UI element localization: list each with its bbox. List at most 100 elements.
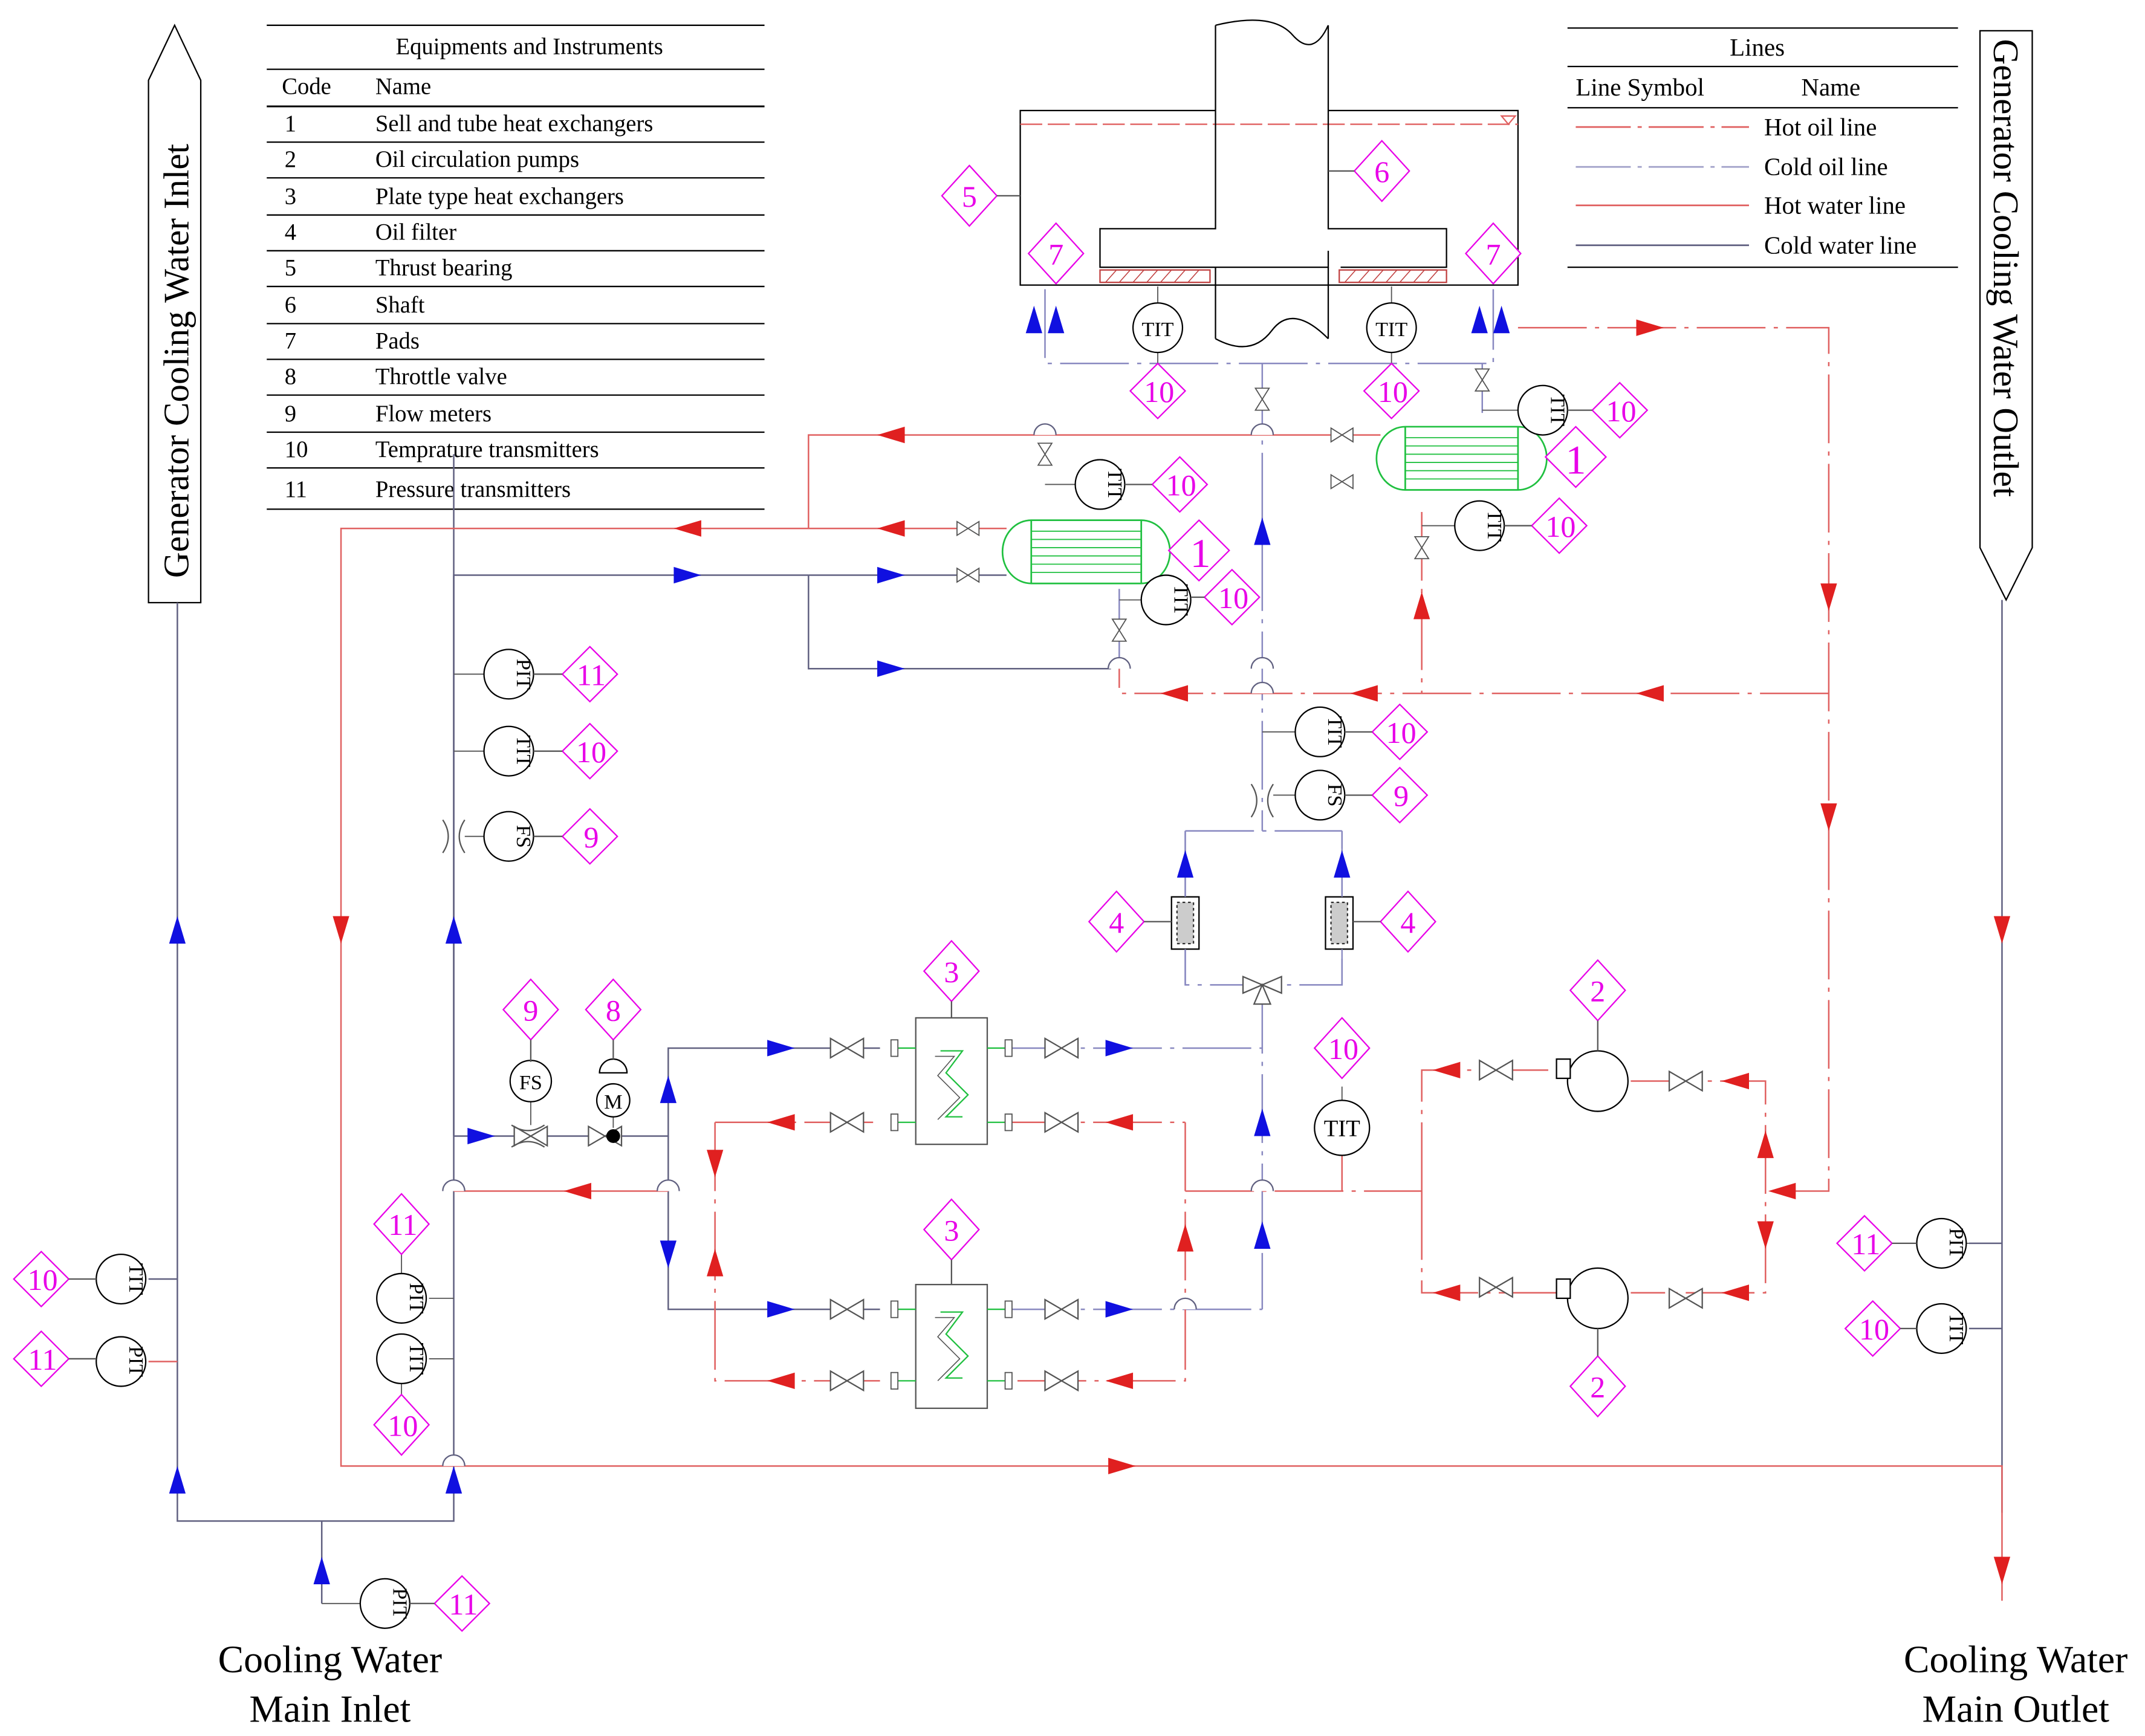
tit-transmitter: TIT (1140, 574, 1192, 626)
lines-legend: Lines Line Symbol Name Hot oil line Cold… (1567, 27, 1958, 268)
svg-text:11: 11 (1851, 1227, 1880, 1261)
equipment-row: 8 Throttle valve (285, 364, 507, 389)
equipment-name: Pressure transmitters (375, 477, 571, 502)
svg-text:1: 1 (1565, 436, 1586, 482)
tag-10: 10 (1203, 568, 1261, 626)
equipment-code: 4 (285, 220, 296, 245)
svg-text:TIT: TIT (1324, 1116, 1360, 1142)
svg-text:10: 10 (1328, 1032, 1358, 1066)
svg-text:10: 10 (1166, 468, 1196, 502)
svg-text:9: 9 (583, 820, 599, 854)
tag-4: 4 (1379, 890, 1436, 953)
equipment-code: 7 (285, 328, 296, 354)
crossover-bridges (442, 423, 1274, 1466)
equipment-code: 5 (285, 256, 296, 281)
tag-11: 11 (373, 1193, 430, 1255)
tit-transmitter: TIT (1454, 500, 1505, 551)
svg-text:TIT: TIT (1323, 716, 1346, 748)
legend-cold-oil-name: Cold oil line (1764, 154, 1888, 181)
tag-11: 11 (13, 1330, 70, 1388)
tag-9: 9 (502, 978, 559, 1041)
equipment-code: 6 (285, 293, 296, 318)
svg-text:2: 2 (1590, 974, 1605, 1008)
svg-text:TIT: TIT (405, 1342, 427, 1375)
plate-exchanger-top (894, 1017, 1010, 1145)
svg-text:10: 10 (1859, 1312, 1889, 1346)
tit-transmitter: TIT (1916, 1303, 1967, 1354)
tag-diamonds: 5 6 7 7 10 10 10 1 10 10 1 10 11 10 9 10… (13, 140, 1917, 1632)
main-outlet-label-2: Main Outlet (1922, 1687, 2109, 1730)
tit-transmitter: TIT (483, 725, 534, 777)
svg-text:PIT: PIT (388, 1588, 411, 1619)
throttle-valve-actuator (606, 1129, 620, 1143)
equipment-code: 3 (285, 184, 296, 209)
shell-tube-exchanger-right (1375, 426, 1548, 491)
svg-text:11: 11 (577, 658, 606, 692)
svg-text:TIT: TIT (1103, 468, 1126, 500)
lines-legend-title: Lines (1730, 34, 1785, 61)
tit-transmitter: TIT (376, 1333, 427, 1385)
svg-text:TIT: TIT (1141, 319, 1173, 341)
svg-text:3: 3 (944, 955, 959, 989)
svg-text:11: 11 (28, 1342, 57, 1376)
pad-right (1339, 269, 1447, 283)
main-inlet-label-1: Cooling Water (218, 1638, 442, 1681)
oil-pumps (1556, 1050, 1629, 1330)
svg-text:5: 5 (962, 180, 977, 213)
svg-text:TIT: TIT (1546, 394, 1568, 426)
svg-text:9: 9 (523, 993, 538, 1027)
legend-hot-oil-name: Hot oil line (1764, 114, 1877, 141)
shaft-break-bottom (1215, 317, 1329, 348)
motor-actuator: M (595, 1058, 631, 1118)
flow-arrows-cold (169, 305, 1510, 1584)
equipment-name: Temprature transmitters (375, 437, 599, 462)
svg-text:6: 6 (1374, 155, 1389, 189)
tag-10: 10 (561, 722, 618, 780)
svg-text:2: 2 (1590, 1370, 1605, 1404)
pit-transmitter: PIT (359, 1578, 411, 1629)
svg-text:3: 3 (944, 1213, 959, 1247)
three-way-valve (1242, 975, 1282, 1005)
flow-switch: FS (509, 1060, 553, 1103)
equipment-code: 8 (285, 364, 296, 389)
flanges (890, 1039, 1013, 1390)
oil-pump-bottom (1566, 1267, 1629, 1330)
pit-transmitter: PIT (1916, 1217, 1967, 1269)
main-inlet-label-2: Main Inlet (249, 1687, 411, 1730)
svg-text:10: 10 (1606, 394, 1636, 428)
equipment-code: 9 (285, 401, 296, 427)
flow-meter-venturis (442, 783, 1274, 1148)
svg-text:FS: FS (1323, 783, 1346, 806)
generator-outlet-arrow: Generator Cooling Water Outlet (1979, 30, 2033, 602)
equipment-code: 10 (285, 437, 308, 462)
tag-10: 10 (1313, 1017, 1371, 1080)
tit-transmitter: TIT (1132, 302, 1184, 354)
svg-text:10: 10 (1386, 716, 1416, 750)
hot-oil-lines (714, 326, 1830, 1382)
equipment-name: Oil filter (375, 220, 456, 245)
tag-1: 1 (1167, 519, 1230, 582)
tit-transmitter: TIT (1294, 706, 1346, 757)
svg-text:PIT: PIT (125, 1346, 147, 1377)
pit-transmitter: PIT (483, 649, 534, 700)
equipment-table-code-header: Code (282, 74, 331, 100)
svg-text:10: 10 (1144, 375, 1174, 409)
tag-6: 6 (1353, 140, 1410, 202)
pit-transmitter: PIT (96, 1336, 147, 1387)
plate-exchanger-bottom (894, 1283, 1010, 1409)
svg-text:10: 10 (1218, 581, 1248, 615)
svg-text:TIT: TIT (1169, 584, 1192, 616)
tag-5: 5 (941, 164, 998, 227)
equipment-name: Throttle valve (375, 364, 507, 389)
svg-text:PIT: PIT (1945, 1228, 1967, 1258)
svg-text:11: 11 (388, 1208, 417, 1242)
shell-tube-exchanger-left (1001, 519, 1171, 585)
svg-text:10: 10 (27, 1263, 57, 1297)
tag-11: 11 (433, 1575, 491, 1632)
valves (513, 368, 1703, 1391)
